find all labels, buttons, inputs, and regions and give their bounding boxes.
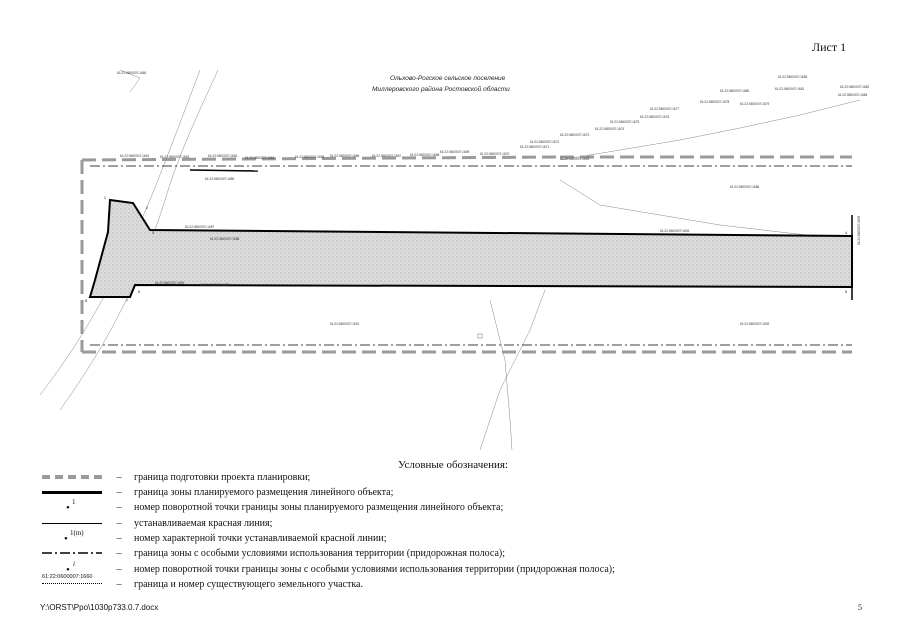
svg-text:61:22:0600007:1684: 61:22:0600007:1684 bbox=[838, 93, 867, 97]
svg-text:61:22:0600007:1677: 61:22:0600007:1677 bbox=[650, 107, 679, 111]
legend-title: Условные обозначения: bbox=[398, 459, 509, 471]
svg-text:61:22:0600007:1688: 61:22:0600007:1688 bbox=[210, 237, 239, 241]
svg-text:61:22:0600007:1665: 61:22:0600007:1665 bbox=[295, 155, 324, 159]
svg-text:61:22:0600007:1667: 61:22:0600007:1667 bbox=[372, 154, 401, 158]
svg-text:6: 6 bbox=[138, 290, 140, 294]
region-label-line1: Ольхово-Рогское сельское поселение bbox=[390, 75, 506, 82]
svg-text:61:22:0600007:1685: 61:22:0600007:1685 bbox=[205, 177, 234, 181]
svg-text:61:22:0600007:1695: 61:22:0600007:1695 bbox=[857, 216, 861, 245]
svg-text:61:22:0600007:1673: 61:22:0600007:1673 bbox=[560, 133, 589, 137]
svg-text:4: 4 bbox=[845, 231, 847, 235]
legend-text: граница зоны с особыми условиями использ… bbox=[134, 547, 506, 559]
legend-text: граница и номер существующего земельного… bbox=[134, 578, 363, 590]
svg-text:61:22:0600007:1669: 61:22:0600007:1669 bbox=[440, 150, 469, 154]
svg-text:61:22:0600007:1661: 61:22:0600007:1661 bbox=[120, 154, 149, 158]
map-marker bbox=[477, 333, 483, 339]
legend-text: граница подготовки проекта планировки; bbox=[134, 471, 311, 483]
red-line-top bbox=[189, 169, 259, 172]
svg-text:61:22:0600007:1671: 61:22:0600007:1671 bbox=[520, 145, 549, 149]
svg-text:61:22:0600007:1691: 61:22:0600007:1691 bbox=[330, 322, 359, 326]
svg-text:7: 7 bbox=[126, 299, 128, 303]
legend-symbol-parcel: 61:22:0600007:1660 bbox=[40, 574, 104, 591]
svg-text:3: 3 bbox=[152, 231, 154, 235]
footer-file-path: Y:\ORST\Ppo\1030p733.0.7.docx bbox=[40, 603, 159, 612]
svg-text:61:22:0600007:1674: 61:22:0600007:1674 bbox=[595, 127, 624, 131]
svg-text:61:22:0600007:1678: 61:22:0600007:1678 bbox=[700, 100, 729, 104]
svg-text:61:22:0600007:1663: 61:22:0600007:1663 bbox=[208, 154, 237, 158]
svg-text:61:22:0600007:1682: 61:22:0600007:1682 bbox=[840, 85, 869, 89]
svg-text:1: 1 bbox=[104, 196, 106, 200]
svg-text:61:22:0600007:1680: 61:22:0600007:1680 bbox=[720, 89, 749, 93]
legend-item-land-parcel: 61:22:0600007:1660 – граница и номер сущ… bbox=[40, 574, 363, 591]
legend-item-red-line: – устанавливаемая красная линия; bbox=[40, 516, 272, 530]
svg-text:61:22:0600007:1681: 61:22:0600007:1681 bbox=[775, 87, 804, 91]
svg-text:61:22:0600007:1664: 61:22:0600007:1664 bbox=[245, 156, 274, 160]
existing-terrain-lines bbox=[39, 69, 861, 451]
planning-map: Ольхово-Рогское сельское поселение Милле… bbox=[39, 69, 869, 451]
svg-text:61:22:0600007:1690: 61:22:0600007:1690 bbox=[155, 281, 184, 285]
footer-page-number: 5 bbox=[858, 603, 862, 612]
roadside-zone-boundary bbox=[90, 165, 852, 346]
legend-text: номер поворотной точки границы зоны с ос… bbox=[134, 563, 615, 575]
svg-text:61:22:0600007:1672: 61:22:0600007:1672 bbox=[530, 140, 559, 144]
svg-text:61:22:0600007:1670: 61:22:0600007:1670 bbox=[480, 152, 509, 156]
legend-item-roadside-point: • i – номер поворотной точки границы зон… bbox=[40, 560, 615, 576]
legend-symbol-gray-dashed bbox=[40, 470, 104, 484]
parcel-labels: 61:22:0600007:1660 61:22:0600007:1661 61… bbox=[117, 71, 869, 326]
svg-text:61:22:0600007:1675: 61:22:0600007:1675 bbox=[610, 120, 639, 124]
legend-text: номер поворотной точки границы зоны план… bbox=[134, 501, 504, 513]
legend-text: номер характерной точки устанавливаемой … bbox=[134, 532, 387, 544]
svg-text:61:22:0600007:1687: 61:22:0600007:1687 bbox=[185, 225, 214, 229]
svg-text:61:22:0600007:1683: 61:22:0600007:1683 bbox=[778, 75, 807, 79]
legend-text: устанавливаемая красная линия; bbox=[134, 517, 273, 529]
legend-symbol-thick-line bbox=[40, 485, 104, 499]
svg-text:61:22:0600007:1692: 61:22:0600007:1692 bbox=[740, 322, 769, 326]
legend-symbol-point: • 1 bbox=[66, 498, 76, 514]
svg-text:61:22:0600007:1668: 61:22:0600007:1668 bbox=[410, 153, 439, 157]
sheet-number: Лист 1 bbox=[812, 40, 847, 54]
svg-text:61:22:0600007:1676: 61:22:0600007:1676 bbox=[640, 115, 669, 119]
legend-item-planning-boundary: – граница подготовки проекта планировки; bbox=[40, 470, 310, 484]
svg-text:8: 8 bbox=[85, 299, 87, 303]
legend-symbol-point-m: • 1(m) bbox=[64, 529, 84, 545]
svg-text:61:22:0600007:1660: 61:22:0600007:1660 bbox=[117, 71, 146, 75]
svg-text:61:22:0600007:1679: 61:22:0600007:1679 bbox=[740, 102, 769, 106]
svg-text:2: 2 bbox=[146, 206, 148, 210]
legend-symbol-point-i: • i bbox=[66, 560, 75, 576]
svg-text:61:22:0600007:1686: 61:22:0600007:1686 bbox=[730, 185, 759, 189]
svg-text:5: 5 bbox=[845, 290, 847, 294]
svg-text:61:22:0600007:1662: 61:22:0600007:1662 bbox=[160, 155, 189, 159]
legend-item-linear-object-zone: – граница зоны планируемого размещения л… bbox=[40, 485, 393, 499]
legend-symbol-thin-line bbox=[40, 516, 104, 530]
planning-boundary bbox=[80, 155, 852, 354]
linear-object-boundary bbox=[88, 198, 853, 298]
legend-item-turning-point: • 1 – номер поворотной точки границы зон… bbox=[40, 498, 504, 514]
svg-text:61:22:0600007:1666: 61:22:0600007:1666 bbox=[330, 154, 359, 158]
svg-text:61:22:0600007:1694: 61:22:0600007:1694 bbox=[660, 229, 689, 233]
legend-item-red-line-point: • 1(m) – номер характерной точки устанав… bbox=[40, 529, 387, 545]
svg-text:61:22:0600007:1689: 61:22:0600007:1689 bbox=[200, 283, 229, 287]
legend-item-roadside-zone: – граница зоны с особыми условиями испол… bbox=[40, 546, 505, 560]
legend-text: граница зоны планируемого размещения лин… bbox=[134, 486, 394, 498]
svg-text:61:22:0600007:1693: 61:22:0600007:1693 bbox=[560, 157, 589, 161]
legend-symbol-dash-dot bbox=[40, 546, 104, 560]
boundary-point-numbers: 1 2 3 4 5 6 7 8 bbox=[85, 196, 847, 303]
planned-road bbox=[90, 200, 852, 297]
region-label-line2: Миллеровского района Ростовской области bbox=[372, 85, 510, 93]
